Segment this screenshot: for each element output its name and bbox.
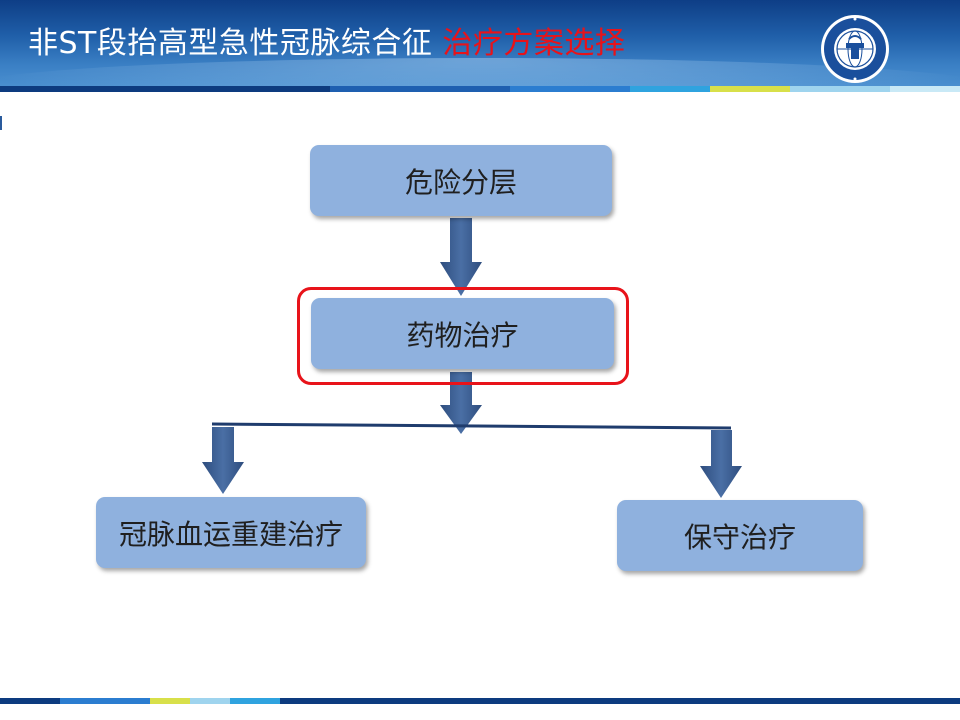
slide-header: 非ST段抬高型急性冠脉综合征 治疗方案选择	[0, 0, 960, 92]
node-revascularization: 冠脉血运重建治疗	[96, 497, 366, 568]
header-stripe	[0, 86, 960, 92]
arrow-branch-to-revasc	[202, 427, 244, 494]
left-edge-mark	[0, 116, 2, 130]
arrow-risk-to-drug	[440, 218, 482, 296]
arrow-drug-to-branch	[440, 372, 482, 434]
branch-line	[211, 422, 732, 430]
node-drug-therapy: 药物治疗	[311, 298, 614, 369]
node-risk-stratification: 危险分层	[310, 145, 612, 216]
footer-stripe	[0, 698, 960, 704]
highlight-frame	[297, 287, 629, 385]
arrow-branch-to-conservative	[700, 430, 742, 498]
node-conservative-therapy: 保守治疗	[617, 500, 863, 571]
ministry-emblem-icon	[821, 15, 889, 83]
title-main: 非ST段抬高型急性冠脉综合征	[28, 26, 433, 61]
title-highlight: 治疗方案选择	[442, 26, 626, 61]
slide-title: 非ST段抬高型急性冠脉综合征 治疗方案选择	[28, 24, 625, 64]
